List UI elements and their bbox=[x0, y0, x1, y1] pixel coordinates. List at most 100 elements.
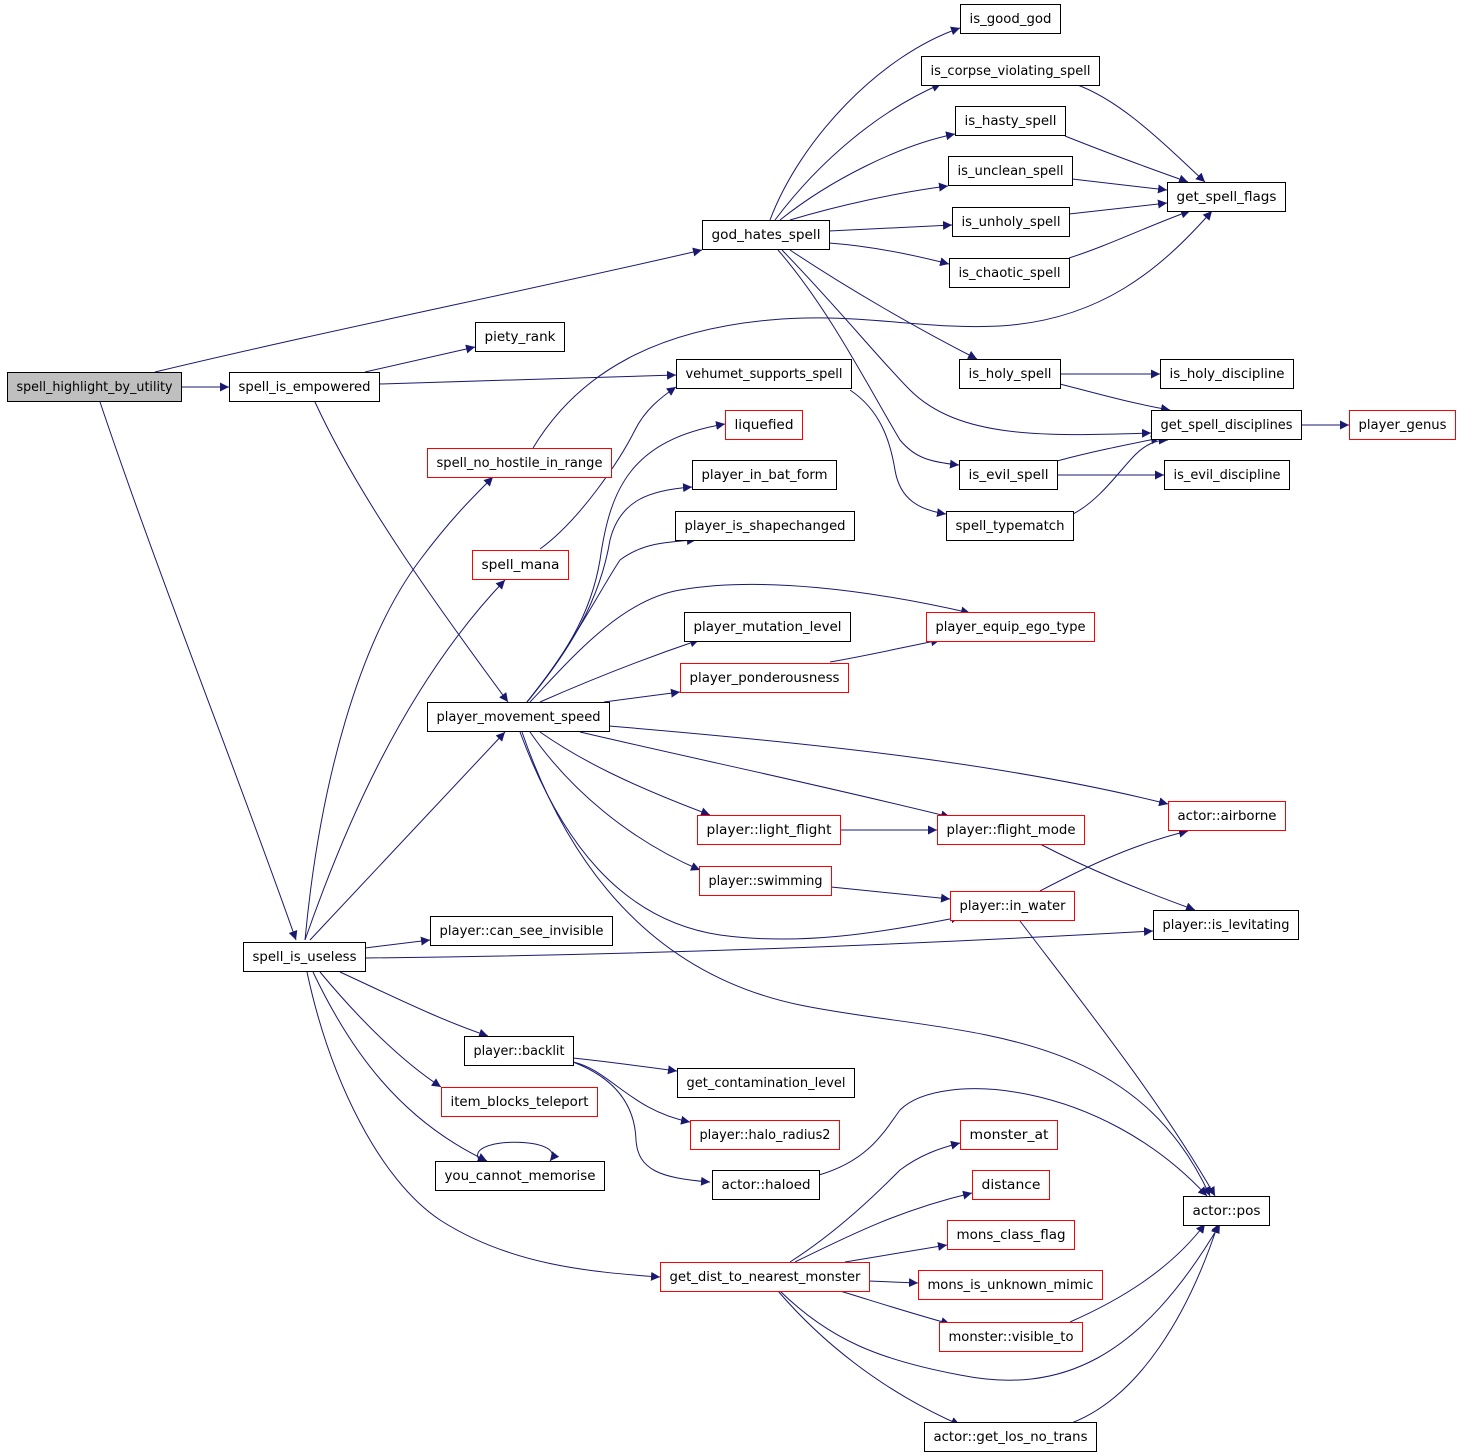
node-is-evil-discipline[interactable]: is_evil_discipline bbox=[1164, 460, 1290, 490]
node-box bbox=[243, 942, 366, 972]
node-player-flight-mode[interactable]: player::flight_mode bbox=[937, 815, 1085, 845]
node-actor-get-los-no-trans[interactable]: actor::get_los_no_trans bbox=[924, 1422, 1097, 1452]
node-label: player_is_shapechanged bbox=[685, 519, 846, 534]
node-is-chaotic-spell[interactable]: is_chaotic_spell bbox=[949, 258, 1070, 288]
edge-corpse-violating-to-spell-flags bbox=[1074, 83, 1206, 183]
edge-dist-nearest-to-actor-pos bbox=[779, 1223, 1221, 1381]
edge-dist-nearest-to-mons-class-flag bbox=[844, 1242, 948, 1263]
node-label: spell_typematch bbox=[956, 519, 1065, 534]
node-spell-is-empowered[interactable]: spell_is_empowered bbox=[229, 372, 380, 402]
node-player-mutation-level[interactable]: player_mutation_level bbox=[684, 612, 851, 642]
edge-dist-nearest-to-unknown-mimic bbox=[868, 1278, 919, 1288]
node-label: monster_at bbox=[970, 1128, 1049, 1143]
node-label: is_evil_spell bbox=[969, 468, 1049, 483]
node-is-evil-spell[interactable]: is_evil_spell bbox=[959, 460, 1058, 490]
node-label: actor::airborne bbox=[1178, 809, 1277, 824]
edge-los-no-trans-to-actor-pos bbox=[1065, 1223, 1220, 1426]
node-is-holy-spell[interactable]: is_holy_spell bbox=[959, 359, 1061, 389]
node-layer: spell_highlight_by_utility spell_is_empow… bbox=[7, 4, 1456, 1452]
node-label: actor::haloed bbox=[722, 1178, 811, 1193]
edge-god-hates-to-holy-spell bbox=[789, 249, 978, 360]
edge-movement-speed-to-in-water bbox=[519, 731, 961, 940]
node-spell-no-hostile-in-range[interactable]: spell_no_hostile_in_range bbox=[427, 448, 612, 478]
node-distance[interactable]: distance bbox=[972, 1170, 1050, 1200]
node-get-spell-disciplines[interactable]: get_spell_disciplines bbox=[1151, 410, 1302, 440]
node-god-hates-spell[interactable]: god_hates_spell bbox=[702, 220, 830, 250]
node-label: liquefied bbox=[735, 418, 794, 433]
node-liquefied[interactable]: liquefied bbox=[725, 410, 803, 440]
node-piety-rank[interactable]: piety_rank bbox=[475, 322, 565, 352]
edge-movement-speed-to-airborne bbox=[608, 725, 1169, 807]
node-box bbox=[677, 1068, 855, 1098]
edge-is-useless-to-item-blocks bbox=[319, 971, 442, 1088]
node-box bbox=[1153, 910, 1299, 940]
node-player-in-water[interactable]: player::in_water bbox=[950, 891, 1075, 921]
edge-in-water-to-airborne bbox=[1039, 828, 1189, 892]
node-player-light-flight[interactable]: player::light_flight bbox=[697, 815, 841, 845]
node-box bbox=[1167, 182, 1286, 212]
node-player-ponderousness[interactable]: player_ponderousness bbox=[680, 663, 849, 693]
node-label: spell_no_hostile_in_range bbox=[437, 456, 603, 471]
node-you-cannot-memorise[interactable]: you_cannot_memorise bbox=[435, 1161, 605, 1191]
node-mons-class-flag[interactable]: mons_class_flag bbox=[947, 1220, 1075, 1250]
node-get-dist-to-nearest-monster[interactable]: get_dist_to_nearest_monster bbox=[660, 1262, 870, 1292]
node-is-corpse-violating-spell[interactable]: is_corpse_violating_spell bbox=[921, 56, 1100, 86]
edge-backlit-to-halo-radius2 bbox=[572, 1061, 691, 1125]
node-actor-pos[interactable]: actor::pos bbox=[1183, 1196, 1270, 1226]
node-label: you_cannot_memorise bbox=[445, 1169, 596, 1184]
node-box bbox=[960, 4, 1061, 34]
node-is-good-god[interactable]: is_good_god bbox=[960, 4, 1061, 34]
node-player-in-bat-form[interactable]: player_in_bat_form bbox=[692, 460, 837, 490]
node-is-holy-discipline[interactable]: is_holy_discipline bbox=[1160, 359, 1294, 389]
node-is-unholy-spell[interactable]: is_unholy_spell bbox=[952, 207, 1070, 237]
node-actor-airborne[interactable]: actor::airborne bbox=[1168, 801, 1286, 831]
node-get-contamination-level[interactable]: get_contamination_level bbox=[677, 1068, 855, 1098]
edge-movement-speed-to-shapechanged bbox=[526, 536, 697, 703]
node-mons-is-unknown-mimic[interactable]: mons_is_unknown_mimic bbox=[918, 1270, 1103, 1300]
node-box bbox=[435, 1161, 605, 1191]
node-is-hasty-spell[interactable]: is_hasty_spell bbox=[955, 106, 1066, 136]
node-player-is-shapechanged[interactable]: player_is_shapechanged bbox=[675, 511, 855, 541]
node-label: god_hates_spell bbox=[712, 228, 821, 243]
node-label: spell_mana bbox=[482, 558, 560, 573]
node-box bbox=[427, 448, 612, 478]
node-get-spell-flags[interactable]: get_spell_flags bbox=[1167, 182, 1286, 212]
edge-movement-speed-to-flight-mode bbox=[579, 731, 951, 820]
node-spell-typematch[interactable]: spell_typematch bbox=[946, 511, 1074, 541]
edge-god-hates-to-corpse-violating bbox=[774, 83, 942, 221]
node-player-swimming[interactable]: player::swimming bbox=[699, 866, 832, 896]
node-player-can-see-invisible[interactable]: player::can_see_invisible bbox=[430, 916, 613, 946]
node-actor-haloed[interactable]: actor::haloed bbox=[712, 1170, 820, 1200]
node-monster-visible-to[interactable]: monster::visible_to bbox=[939, 1322, 1083, 1352]
node-label: player_in_bat_form bbox=[702, 468, 828, 483]
edge-visible-to-actor-pos bbox=[1069, 1223, 1206, 1323]
node-player-backlit[interactable]: player::backlit bbox=[464, 1036, 574, 1066]
node-box bbox=[921, 56, 1100, 86]
node-label: actor::pos bbox=[1193, 1204, 1261, 1219]
node-spell-is-useless[interactable]: spell_is_useless bbox=[243, 942, 366, 972]
node-spell-highlight-by-utility[interactable]: spell_highlight_by_utility bbox=[7, 372, 182, 402]
node-player-equip-ego-type[interactable]: player_equip_ego_type bbox=[926, 612, 1095, 642]
node-vehumet-supports-spell[interactable]: vehumet_supports_spell bbox=[676, 359, 852, 389]
node-item-blocks-teleport[interactable]: item_blocks_teleport bbox=[441, 1087, 598, 1117]
node-box bbox=[1168, 801, 1286, 831]
node-player-movement-speed[interactable]: player_movement_speed bbox=[427, 702, 610, 732]
node-player-genus[interactable]: player_genus bbox=[1349, 410, 1456, 440]
node-player-is-levitating[interactable]: player::is_levitating bbox=[1153, 910, 1299, 940]
edge-hasty-to-spell-flags bbox=[1064, 135, 1189, 184]
node-is-unclean-spell[interactable]: is_unclean_spell bbox=[948, 156, 1073, 186]
node-label: player_mutation_level bbox=[694, 620, 842, 635]
node-box bbox=[692, 460, 837, 490]
edge-god-hates-to-chaotic bbox=[828, 242, 950, 267]
node-box bbox=[1164, 460, 1290, 490]
node-box bbox=[697, 815, 841, 845]
node-spell-mana[interactable]: spell_mana bbox=[472, 550, 569, 580]
node-monster-at[interactable]: monster_at bbox=[960, 1120, 1058, 1150]
edge-backlit-to-contamination bbox=[572, 1057, 678, 1075]
node-label: player_ponderousness bbox=[690, 671, 840, 686]
node-player-halo-radius2[interactable]: player::halo_radius2 bbox=[690, 1120, 840, 1150]
edge-is-useless-to-movement-speed bbox=[309, 731, 506, 941]
edge-swimming-to-in-water bbox=[830, 886, 951, 903]
edge-is-useless-to-can-see-invisible bbox=[364, 936, 431, 949]
